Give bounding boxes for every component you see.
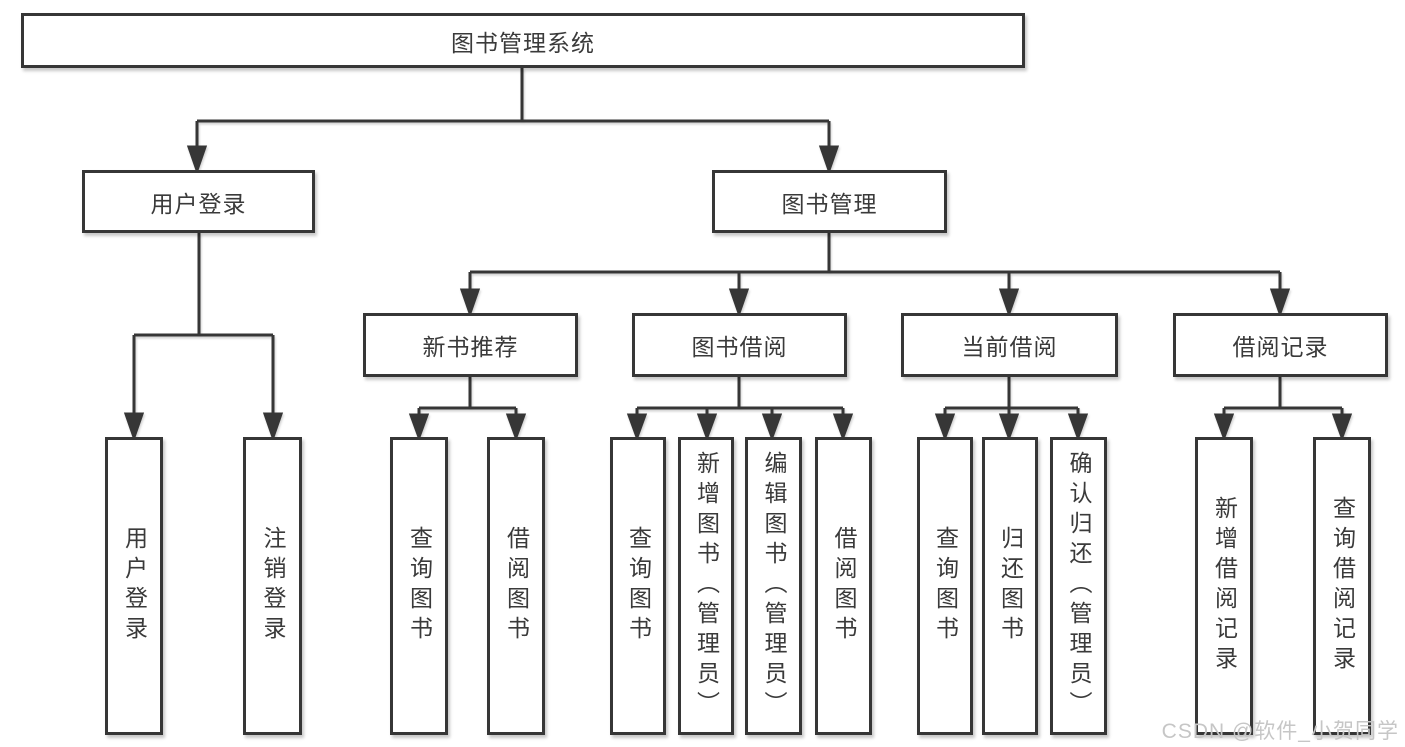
arrowhead-icon (1331, 413, 1353, 442)
leaf-borrow-books-recommend: 借阅图书 (487, 437, 545, 735)
node-library-management-system: 图书管理系统 (21, 13, 1025, 68)
leaf-confirm-return-admin: 确认归还（管理员） (1050, 437, 1107, 735)
node-book-management: 图书管理 (712, 170, 947, 233)
arrowhead-icon (1067, 413, 1089, 442)
arrowhead-icon (1269, 288, 1291, 318)
arrowhead-icon (761, 413, 783, 442)
leaf-user-login: 用户登录 (105, 437, 163, 735)
arrowhead-icon (832, 413, 854, 442)
node-new-book-recommend: 新书推荐 (363, 313, 578, 377)
leaf-edit-book-admin: 编辑图书（管理员） (745, 437, 802, 735)
node-current-borrowing: 当前借阅 (901, 313, 1118, 377)
node-user-login: 用户登录 (82, 170, 315, 233)
arrowhead-icon (408, 413, 430, 442)
leaf-add-book-admin: 新增图书（管理员） (678, 437, 734, 735)
connector-current-borrowing-children (934, 377, 1089, 442)
leaf-query-books-recommend: 查询图书 (390, 437, 448, 735)
arrowhead-icon (186, 145, 208, 175)
connector-book-management-children (459, 233, 1291, 318)
arrowhead-icon (934, 413, 956, 442)
arrowhead-icon (626, 413, 648, 442)
leaf-return-book: 归还图书 (982, 437, 1038, 735)
arrowhead-icon (262, 412, 284, 442)
node-book-borrowing: 图书借阅 (632, 313, 847, 377)
arrowhead-icon (998, 288, 1020, 318)
connector-user-login-children (123, 233, 284, 442)
leaf-query-books-current: 查询图书 (917, 437, 973, 735)
leaf-add-borrow-record: 新增借阅记录 (1195, 437, 1253, 735)
arrowhead-icon (696, 413, 718, 442)
arrowhead-icon (998, 413, 1020, 442)
arrowhead-icon (505, 413, 527, 442)
leaf-query-borrow-record: 查询借阅记录 (1313, 437, 1371, 735)
arrowhead-icon (818, 145, 840, 175)
leaf-query-books-borrowing: 查询图书 (610, 437, 666, 735)
node-borrowing-records: 借阅记录 (1173, 313, 1388, 377)
connector-borrowing-records-children (1213, 377, 1353, 442)
arrowhead-icon (1213, 413, 1235, 442)
connector-root-to-level2 (186, 68, 840, 175)
arrowhead-icon (728, 288, 750, 318)
leaf-borrow-books-borrowing: 借阅图书 (815, 437, 872, 735)
csdn-watermark: CSDN @软件_小贺同学 (1161, 720, 1399, 743)
connector-book-borrowing-children (626, 377, 854, 442)
connector-new-book-recommend-children (408, 377, 527, 442)
leaf-logout: 注销登录 (243, 437, 302, 735)
arrowhead-icon (459, 288, 481, 318)
arrowhead-icon (123, 412, 145, 442)
